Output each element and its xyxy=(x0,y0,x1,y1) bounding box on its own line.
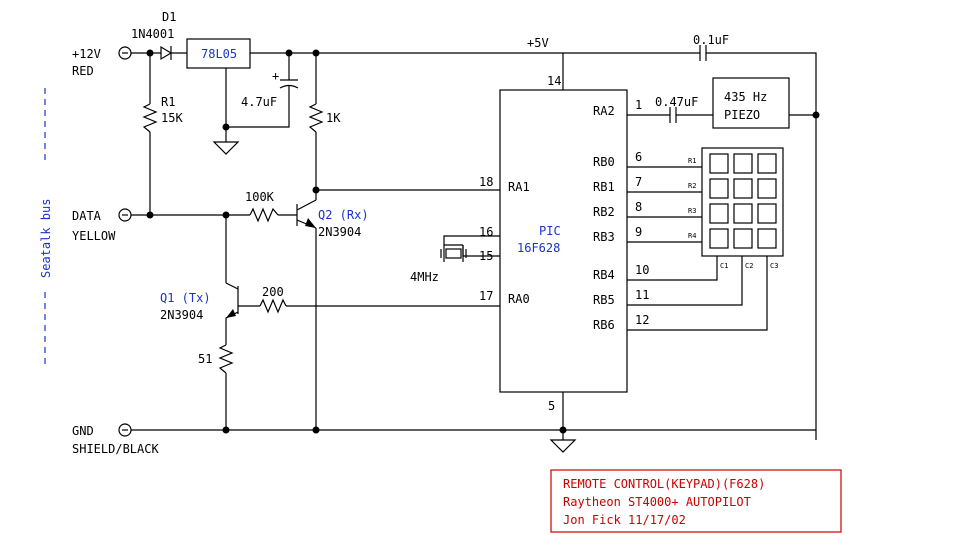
pic-16f628: PIC 16F628 14 5 18 RA1 16 15 17 RA0 1 RA… xyxy=(479,74,649,413)
terminal-12v-label: +12V xyxy=(72,47,101,61)
pic-pin-name: RB3 xyxy=(593,230,615,244)
terminal-data: DATA YELLOW xyxy=(72,208,132,243)
r-100k-value: 100K xyxy=(245,190,275,204)
piezo-buzzer: 435 Hz PIEZO xyxy=(712,77,790,129)
pic-pin-num: 11 xyxy=(635,288,649,302)
keypad: R1 R2 R3 R4 C1 C2 C3 xyxy=(688,147,784,270)
q2-ref: Q2 (Rx) xyxy=(318,208,369,222)
pic-pin-vss: 5 xyxy=(548,399,555,413)
c-reg-polarity: + xyxy=(272,69,279,83)
terminal-gnd-color: SHIELD/BLACK xyxy=(72,442,159,456)
terminal-data-label: DATA xyxy=(72,209,102,223)
junctions xyxy=(146,49,820,434)
pic-line1: PIC xyxy=(539,224,561,238)
regulator-78l05: 78L05 xyxy=(186,38,251,69)
pic-pin-num: 16 xyxy=(479,225,493,239)
capacitor-4-7uf: + 4.7uF xyxy=(241,69,299,109)
title-line3: Jon Fick 11/17/02 xyxy=(563,513,686,527)
terminal-gnd: GND SHIELD/BLACK xyxy=(72,423,159,456)
pic-pin-num: 1 xyxy=(635,98,642,112)
terminal-12v: +12V RED xyxy=(72,46,132,78)
pic-pin-name: RB5 xyxy=(593,293,615,307)
pic-pin-name: RB4 xyxy=(593,268,615,282)
transistor-q1: Q1 (Tx) 2N3904 xyxy=(160,286,239,322)
pic-pin-num: 8 xyxy=(635,200,642,214)
pic-pin-num: 12 xyxy=(635,313,649,327)
diode-d1: D1 1N4001 xyxy=(131,10,176,61)
r-1k-value: 1K xyxy=(326,111,341,125)
ground-symbol-pic xyxy=(549,439,577,453)
r-200-value: 200 xyxy=(262,285,284,299)
pic-pin-name: RB2 xyxy=(593,205,615,219)
pic-pin-name: RB0 xyxy=(593,155,615,169)
regulator-label: 78L05 xyxy=(201,47,237,61)
c-reg-value: 4.7uF xyxy=(241,95,277,109)
title-line1: REMOTE CONTROL(KEYPAD)(F628) xyxy=(563,477,765,491)
pic-pin-num: 6 xyxy=(635,150,642,164)
rail-5v-label: +5V xyxy=(527,36,549,50)
pic-pin-name: RB6 xyxy=(593,318,615,332)
seatalk-bus: Seatalk bus xyxy=(39,88,53,368)
c-piezo-value: 0.47uF xyxy=(655,95,698,109)
title-line2: Raytheon ST4000+ AUTOPILOT xyxy=(563,495,751,509)
capacitor-0-47uf: 0.47uF xyxy=(655,95,698,123)
pic-pin-name: RA2 xyxy=(593,104,615,118)
pic-pin-num: 7 xyxy=(635,175,642,189)
q1-part: 2N3904 xyxy=(160,308,203,322)
pic-pin-name: RB1 xyxy=(593,180,615,194)
keypad-keys xyxy=(709,153,777,249)
c-bypass-value: 0.1uF xyxy=(693,33,729,47)
piezo-line1: 435 Hz xyxy=(724,90,767,104)
keypad-row-label: R1 xyxy=(688,157,696,165)
d1-ref: D1 xyxy=(162,10,176,24)
r-51-value: 51 xyxy=(198,352,212,366)
pic-pin-num: 18 xyxy=(479,175,493,189)
keypad-row-label: R4 xyxy=(688,232,696,240)
seatalk-bus-label: Seatalk bus xyxy=(39,199,53,278)
r1-value: 15K xyxy=(161,111,183,125)
pic-pin-num: 9 xyxy=(635,225,642,239)
resistor-51: 51 xyxy=(198,344,234,374)
resistor-200: 200 xyxy=(259,285,287,314)
pic-pin-vdd: 14 xyxy=(547,74,561,88)
q1-ref: Q1 (Tx) xyxy=(160,291,211,305)
terminal-12v-color: RED xyxy=(72,64,94,78)
pic-line2: 16F628 xyxy=(517,241,560,255)
resistor-1k: 1K xyxy=(308,103,341,133)
title-block: REMOTE CONTROL(KEYPAD)(F628) Raytheon ST… xyxy=(550,469,842,533)
pic-pin-num: 10 xyxy=(635,263,649,277)
keypad-col-label: C1 xyxy=(720,262,728,270)
crystal-value: 4MHz xyxy=(410,270,439,284)
resistor-r1: R1 15K xyxy=(142,95,183,133)
crystal-4mhz: 4MHz xyxy=(410,244,467,284)
q2-part: 2N3904 xyxy=(318,225,361,239)
pic-pin-num: 15 xyxy=(479,249,493,263)
terminal-gnd-label: GND xyxy=(72,424,94,438)
keypad-col-label: C3 xyxy=(770,262,778,270)
ground-symbol-reg xyxy=(212,141,240,155)
pic-pin-name: RA0 xyxy=(508,292,530,306)
keypad-col-label: C2 xyxy=(745,262,753,270)
capacitor-0-1uf: 0.1uF xyxy=(693,33,729,61)
transistor-q2: Q2 (Rx) 2N3904 xyxy=(292,199,369,239)
resistor-100k: 100K xyxy=(245,190,279,223)
terminal-data-color: YELLOW xyxy=(72,229,116,243)
r1-ref: R1 xyxy=(161,95,175,109)
keypad-row-label: R3 xyxy=(688,207,696,215)
keypad-row-label: R2 xyxy=(688,182,696,190)
d1-part: 1N4001 xyxy=(131,27,174,41)
piezo-line2: PIEZO xyxy=(724,108,760,122)
pic-pin-num: 17 xyxy=(479,289,493,303)
pic-pin-name: RA1 xyxy=(508,180,530,194)
